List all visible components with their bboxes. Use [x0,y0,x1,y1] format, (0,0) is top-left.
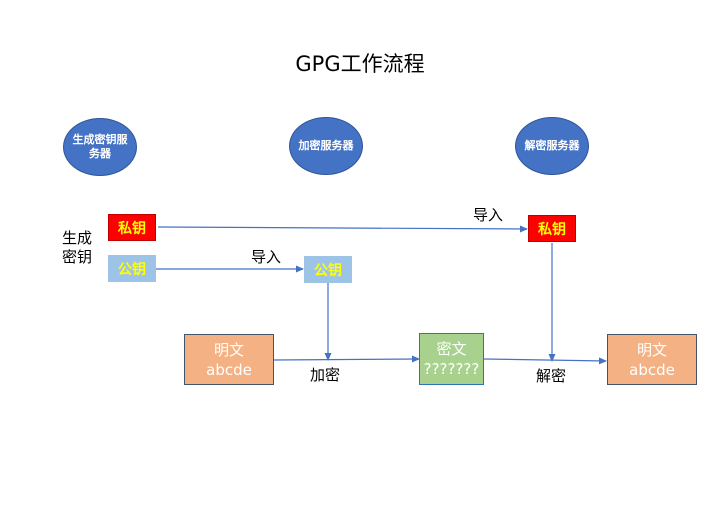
import-label-private: 导入 [473,206,504,224]
plaintext-output-content: abcde [629,360,675,379]
decrypt-label: 解密 [536,367,567,385]
plaintext-output-title: 明文 [636,340,667,359]
private-key-import-arrow [157,225,528,233]
generate-key-label: 生成密钥 [62,229,93,266]
private-key-imported: 私钥 [528,215,576,242]
ciphertext-box: 密文 ??????? [419,333,484,385]
encrypt-server-node: 加密服务器 [289,117,363,175]
decrypt-server-node: 解密服务器 [515,117,589,175]
plaintext-input-content: abcde [206,360,252,379]
decrypt-arrow [483,357,607,365]
ciphertext-content: ??????? [423,360,480,378]
keygen-server-node: 生成密钥服务器 [63,118,137,176]
ciphertext-title: 密文 [436,340,467,358]
import-label-public: 导入 [251,248,282,266]
private-key-source: 私钥 [108,214,156,241]
public-key-imported: 公钥 [304,256,352,283]
plaintext-input-box: 明文 abcde [184,334,274,385]
plaintext-output-box: 明文 abcde [607,334,697,385]
public-key-source: 公钥 [108,255,156,282]
plaintext-input-title: 明文 [213,340,244,359]
diagram-title: GPG工作流程 [295,52,425,76]
encrypt-label: 加密 [310,366,341,384]
encrypt-arrow [273,355,420,363]
